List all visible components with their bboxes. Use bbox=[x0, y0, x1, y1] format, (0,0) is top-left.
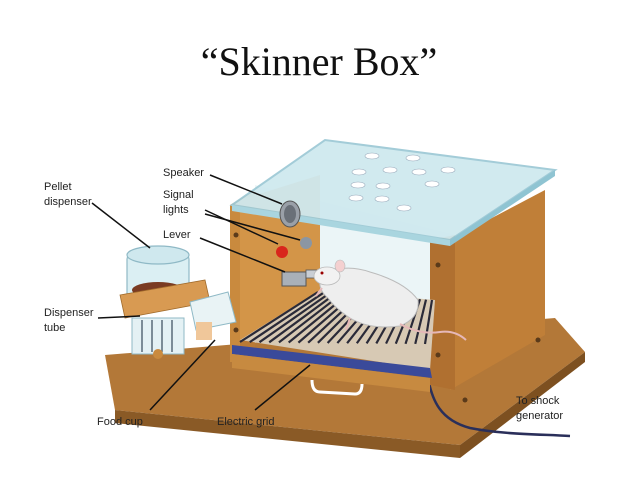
label-speaker: Speaker bbox=[163, 167, 204, 179]
shock-cable bbox=[426, 377, 571, 438]
slide-title: “Skinner Box” bbox=[200, 39, 438, 84]
leader-lines bbox=[91, 174, 311, 411]
rat bbox=[313, 259, 467, 341]
dispenser-tube bbox=[189, 291, 237, 340]
grid-bar bbox=[268, 292, 337, 344]
grid-bar bbox=[258, 291, 331, 344]
label-dispenser-tube: Dispenser tube bbox=[44, 307, 97, 334]
label-to-shock-generator: To shock generator bbox=[516, 395, 563, 422]
label-pellet-dispenser: Pellet dispenser bbox=[44, 181, 92, 208]
signal-light-red bbox=[276, 246, 288, 258]
label-electric-grid: Electric grid bbox=[217, 416, 274, 428]
grid-bar bbox=[249, 291, 325, 344]
front-tray bbox=[232, 354, 430, 392]
screws bbox=[233, 232, 541, 403]
pellet-dispenser bbox=[119, 245, 211, 359]
drawer-handle bbox=[310, 379, 364, 396]
speaker bbox=[279, 200, 301, 228]
box-right-wall bbox=[430, 190, 545, 390]
label-lever: Lever bbox=[163, 229, 191, 241]
grid-bar bbox=[423, 299, 434, 345]
grid-bar bbox=[414, 299, 428, 345]
label-food-cup: Food cup bbox=[97, 416, 143, 428]
label-signal-lights: Signal lights bbox=[163, 189, 197, 216]
lever bbox=[281, 269, 321, 287]
signal-light-grey bbox=[300, 237, 312, 249]
grid-bar bbox=[239, 291, 319, 343]
electric-grid bbox=[232, 290, 435, 378]
